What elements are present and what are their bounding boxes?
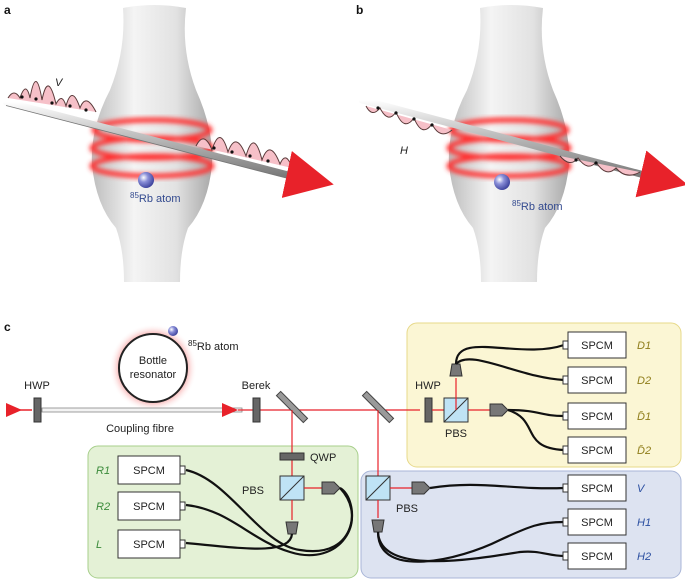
panel-label-b: b bbox=[356, 3, 363, 17]
svg-text:SPCM: SPCM bbox=[581, 375, 613, 387]
pbs-green-label: PBS bbox=[242, 485, 264, 497]
spcm-blue-h1: SPCM bbox=[562, 508, 627, 536]
coupler-green-down bbox=[285, 521, 299, 535]
hwp-left bbox=[33, 397, 42, 423]
panel-label-c: c bbox=[4, 320, 11, 334]
coupling-fibre bbox=[41, 407, 243, 413]
detector-label-d1bar: D̄1 bbox=[637, 410, 651, 423]
output-arrow-a bbox=[281, 150, 334, 198]
hwp-right-label: HWP bbox=[415, 380, 441, 392]
svg-text:SPCM: SPCM bbox=[133, 539, 165, 551]
mirror-1 bbox=[275, 390, 309, 424]
pbs-yellow-label: PBS bbox=[445, 428, 467, 440]
detector-label-v: V bbox=[637, 483, 646, 495]
spcm-yellow-d1bar: SPCM bbox=[562, 402, 627, 430]
detector-label-r1: R1 bbox=[96, 465, 110, 477]
qwp bbox=[279, 452, 305, 461]
svg-text:SPCM: SPCM bbox=[581, 411, 613, 423]
svg-text:SPCM: SPCM bbox=[581, 445, 613, 457]
fibre-green-l bbox=[185, 533, 294, 550]
bottle-resonator-b bbox=[448, 5, 570, 282]
detector-label-d2: D2 bbox=[637, 375, 651, 387]
fibre-blue-h1 bbox=[376, 520, 565, 563]
spcm-yellow-d1: SPCM bbox=[562, 331, 627, 359]
detector-label-r2: R2 bbox=[96, 501, 110, 513]
pbs-green bbox=[279, 475, 322, 520]
panel-c: c Bottle resonator 85Rb atom Coupling fi… bbox=[4, 320, 682, 579]
qwp-label: QWP bbox=[310, 452, 336, 464]
panel-b: b H 85Rb atom bbox=[356, 3, 685, 282]
coupler-yellow-right bbox=[489, 403, 509, 417]
atom-label-c: 85Rb atom bbox=[188, 339, 238, 354]
coupler-blue-down bbox=[371, 519, 385, 533]
berek-label: Berek bbox=[242, 380, 271, 392]
resonator-label-line2: resonator bbox=[130, 369, 177, 381]
fibre-yellow-d1 bbox=[454, 343, 565, 365]
spcm-blue-h2: SPCM bbox=[562, 542, 627, 570]
spcm-blue-v: SPCM bbox=[562, 474, 627, 502]
atom-a bbox=[138, 172, 154, 188]
spcm-yellow-d2bar: SPCM bbox=[562, 436, 627, 464]
fibre-yellow-d2 bbox=[455, 358, 565, 382]
pbs-blue bbox=[365, 475, 412, 518]
fibre-green-r2 bbox=[185, 487, 353, 557]
pulse-right-b bbox=[559, 155, 641, 176]
coupler-blue-right bbox=[411, 481, 431, 495]
spcm-green-r2: SPCM bbox=[117, 491, 186, 521]
atom-b bbox=[494, 174, 510, 190]
berek-compensator bbox=[252, 397, 261, 423]
atom-label-a: 85Rb atom bbox=[130, 191, 180, 206]
coupler-green-right bbox=[321, 481, 341, 495]
polarization-label-b: H bbox=[400, 145, 408, 157]
bottle-resonator-c bbox=[118, 333, 188, 403]
detector-label-d1: D1 bbox=[637, 340, 651, 352]
output-arrow-b bbox=[635, 150, 685, 198]
detector-label-d2bar: D̄2 bbox=[637, 444, 651, 457]
spcm-green-r1: SPCM bbox=[117, 455, 186, 485]
coupling-fibre-label: Coupling fibre bbox=[106, 423, 174, 435]
polarization-label-a: V bbox=[55, 77, 64, 89]
fibre-a bbox=[2, 98, 296, 180]
detector-label-h1: H1 bbox=[637, 517, 651, 529]
svg-text:SPCM: SPCM bbox=[581, 517, 613, 529]
coupler-yellow-up bbox=[449, 363, 463, 377]
fibre-blue-v bbox=[429, 483, 565, 490]
panel-a: a V 85Rb atom bbox=[2, 3, 334, 282]
fibre-yellow-d2bar bbox=[507, 408, 565, 452]
spcm-yellow-d2: SPCM bbox=[562, 366, 627, 394]
atom-c bbox=[168, 326, 178, 336]
fibre-yellow-d1bar bbox=[507, 408, 565, 418]
resonator-label-line1: Bottle bbox=[139, 355, 167, 367]
svg-text:SPCM: SPCM bbox=[133, 465, 165, 477]
fibre-output-arrow bbox=[222, 403, 238, 417]
input-arrow bbox=[6, 403, 22, 417]
mirror-2 bbox=[361, 390, 395, 424]
fibre-blue-h2 bbox=[376, 531, 565, 563]
atom-label-b: 85Rb atom bbox=[512, 199, 562, 214]
svg-text:SPCM: SPCM bbox=[581, 340, 613, 352]
hwp-left-label: HWP bbox=[24, 380, 50, 392]
panel-label-a: a bbox=[4, 3, 11, 17]
pbs-yellow bbox=[443, 378, 490, 423]
spcm-green-l: SPCM bbox=[117, 529, 186, 559]
detector-label-h2: H2 bbox=[637, 551, 651, 563]
svg-text:SPCM: SPCM bbox=[133, 501, 165, 513]
hwp-right bbox=[424, 397, 433, 423]
pulse-left-a bbox=[7, 81, 97, 113]
svg-text:SPCM: SPCM bbox=[581, 551, 613, 563]
detector-label-l: L bbox=[96, 539, 102, 551]
svg-text:SPCM: SPCM bbox=[581, 483, 613, 495]
pbs-blue-label: PBS bbox=[396, 503, 418, 515]
fibre-b bbox=[358, 96, 652, 180]
